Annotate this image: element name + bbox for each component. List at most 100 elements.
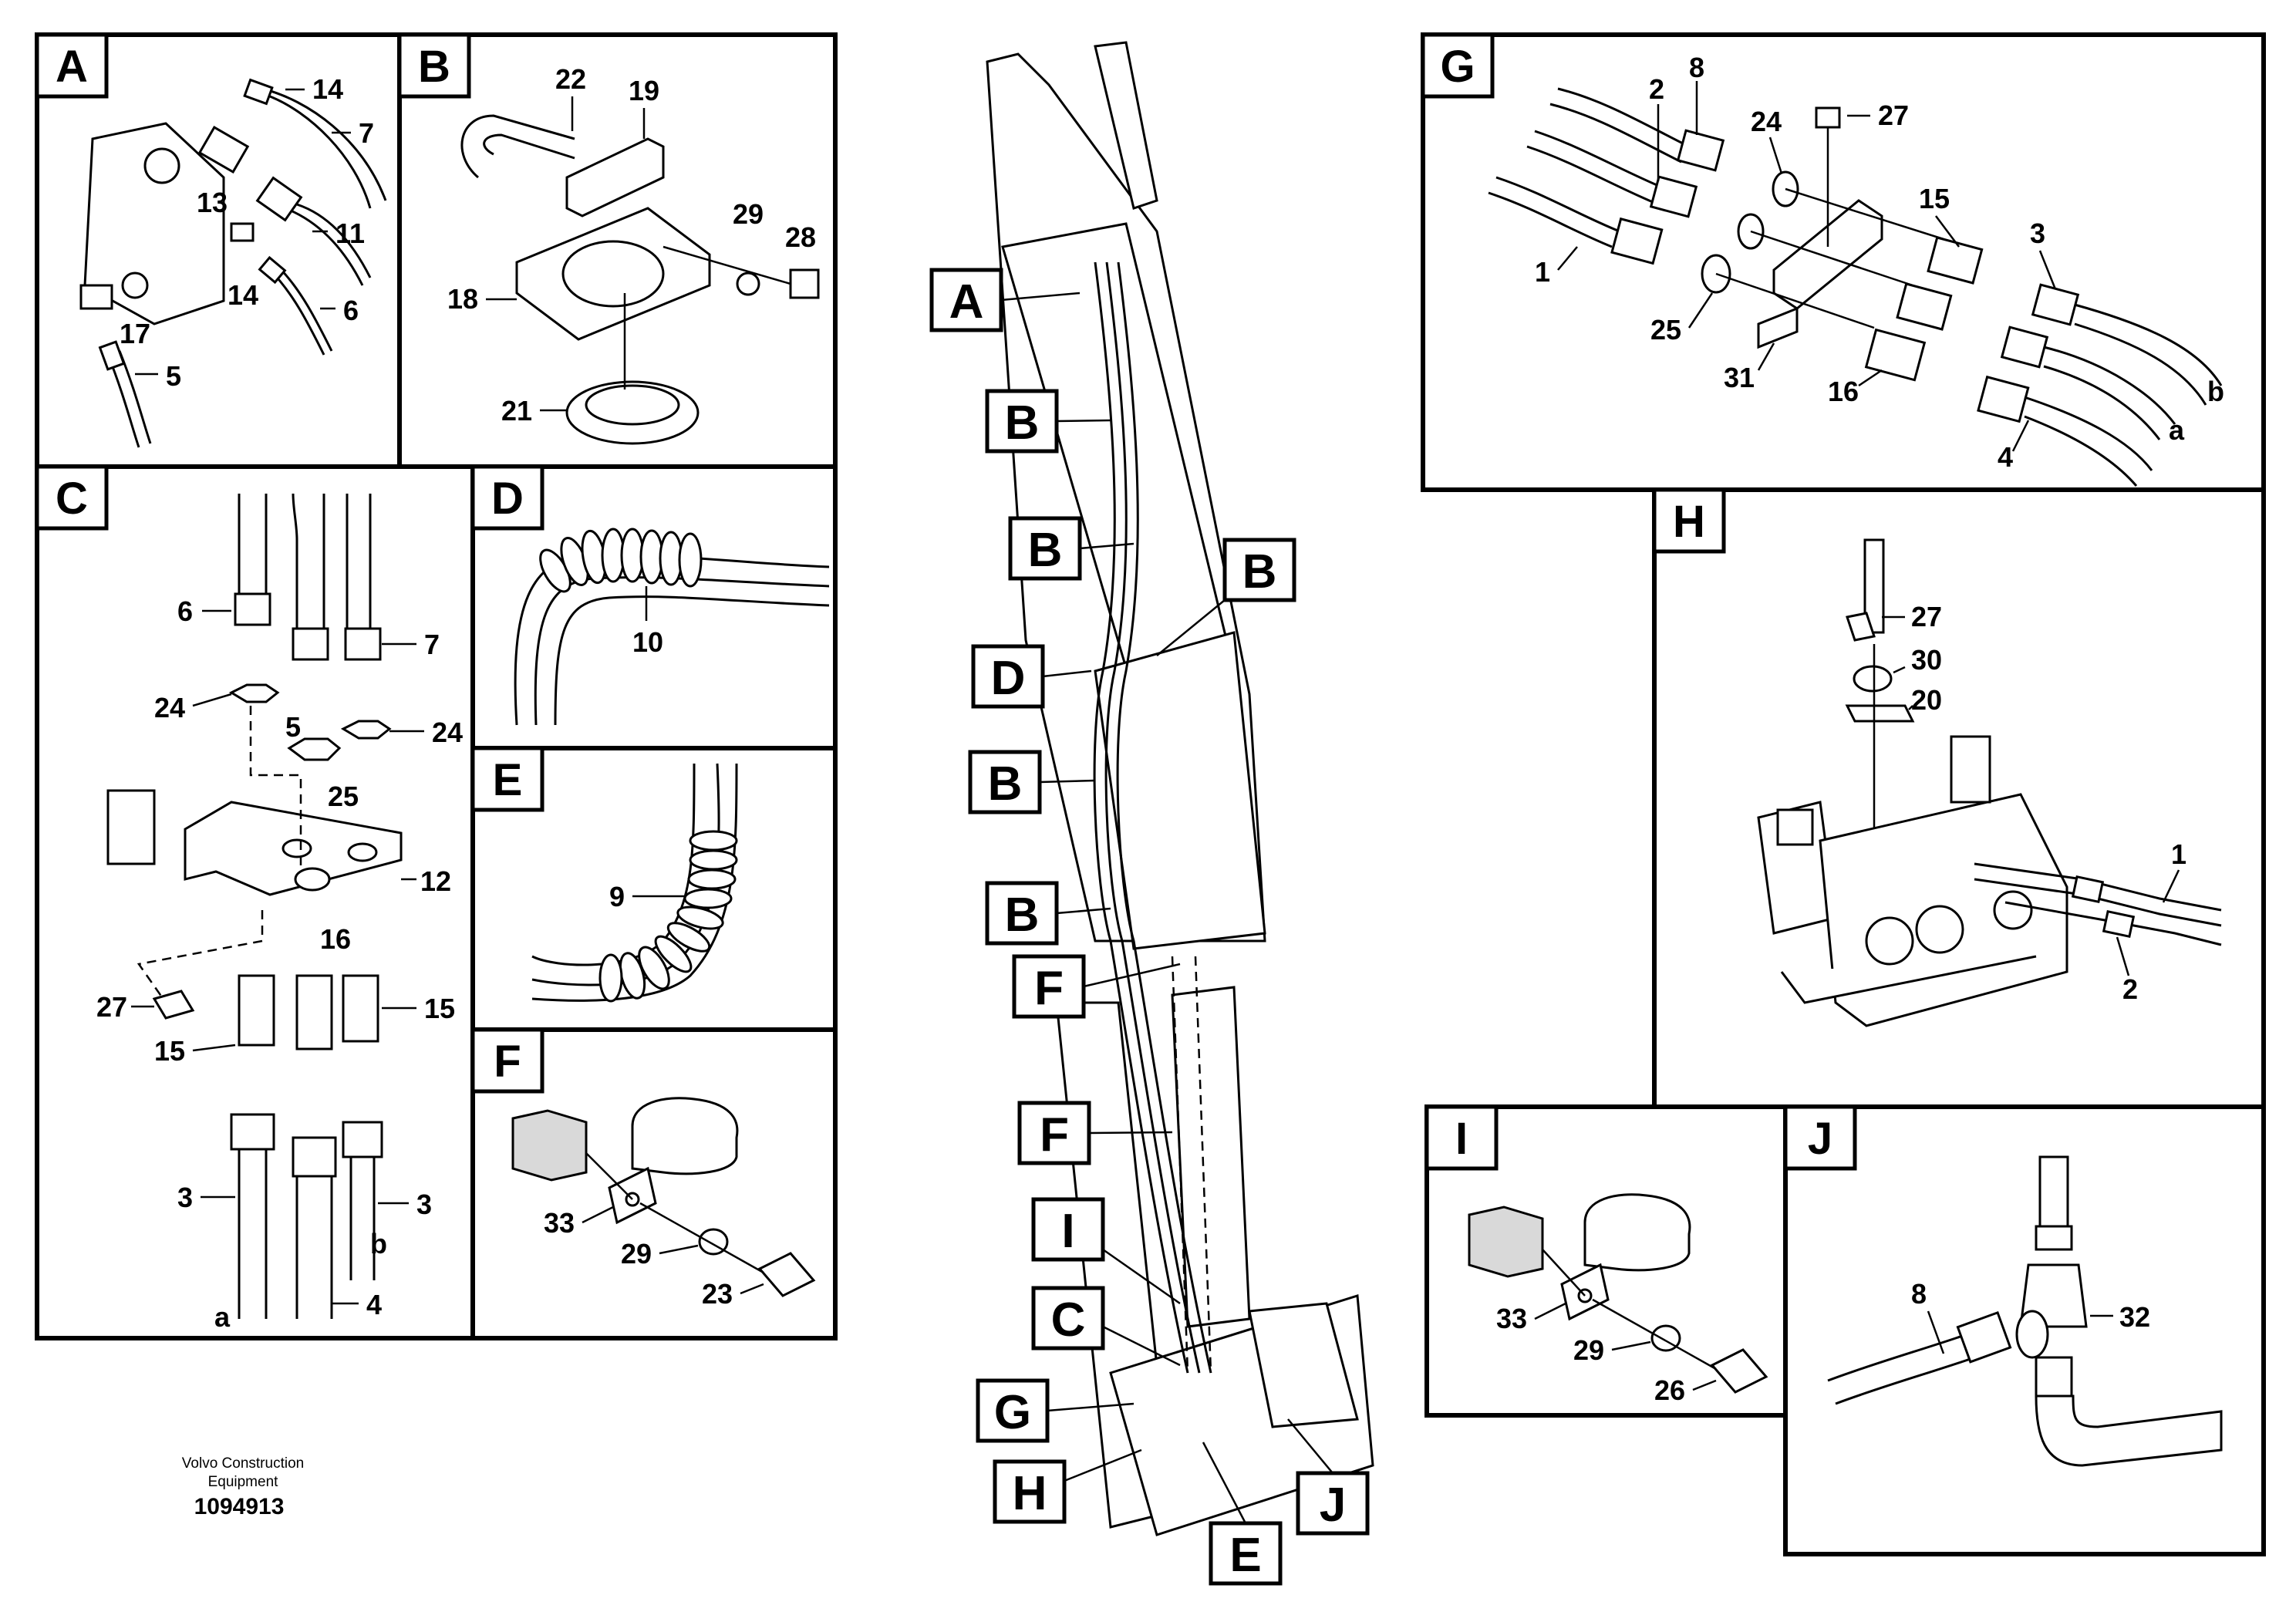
bracket-hole (561, 240, 665, 308)
panel-f: F 33 29 23 (470, 1027, 838, 1340)
leader-line (2116, 936, 2130, 976)
callout-1: 1 (1535, 256, 1550, 288)
hose (2024, 396, 2153, 487)
leader-line (2038, 250, 2057, 290)
leader-line (1557, 246, 1578, 271)
panel-j-frame (1783, 1104, 2266, 1556)
ref-b: B (1005, 889, 1040, 942)
hose (276, 265, 333, 352)
hose (1549, 87, 1690, 164)
boom-arm-rib (1094, 41, 1158, 210)
bolt (1710, 1348, 1768, 1394)
leader-line (2162, 869, 2180, 903)
ref-j-arrow (1287, 1418, 1333, 1474)
callout-3: 3 (177, 1182, 193, 1213)
callout-7: 7 (424, 629, 440, 660)
hydraulic-cylinder (1171, 986, 1251, 1328)
nut-fitting (230, 1113, 275, 1151)
nut-fitting (2031, 283, 2080, 326)
hose (296, 203, 372, 278)
leader-line (1893, 666, 1906, 674)
hose (1974, 878, 2222, 927)
control-valve (1248, 1302, 1359, 1428)
port-fitting (1993, 890, 2033, 930)
callout-8: 8 (1689, 52, 1704, 83)
bolt (1815, 106, 1841, 129)
clamp (1583, 1193, 1691, 1272)
nut-fitting (342, 1121, 383, 1158)
nut-fitting (234, 592, 271, 626)
hose (2043, 346, 2176, 440)
ref-b: B (1028, 524, 1063, 577)
panel-g: G 8 2 24 (1421, 32, 2266, 492)
panel-h-label-box (1652, 487, 1726, 554)
fitting (98, 340, 126, 371)
callout-13: 13 (197, 187, 228, 218)
callout-24: 24 (1751, 106, 1782, 137)
ref-b-box (1222, 538, 1296, 602)
hose-run (1104, 261, 1201, 1374)
ref-d: D (991, 652, 1026, 705)
callout-20: 20 (1911, 684, 1942, 716)
callout-25: 25 (1650, 314, 1681, 346)
alignment-line (249, 706, 302, 872)
panel-i-letter: I (1455, 1114, 1468, 1164)
callout-3: 3 (416, 1189, 432, 1220)
panel-c-label-box (35, 464, 109, 531)
nut-fitting (1676, 129, 1725, 172)
leader-line (1611, 1340, 1651, 1351)
bracket-hole (282, 838, 312, 858)
locknut (287, 737, 342, 761)
bracket-base (1757, 306, 1799, 349)
spacer-block (106, 789, 156, 865)
callout-12: 12 (420, 865, 451, 897)
axis-line (1715, 272, 1875, 329)
hose-run-hidden (1171, 956, 1189, 1374)
callout-23: 23 (702, 1278, 733, 1310)
callout-4: 4 (1998, 441, 2013, 473)
clamp-block (565, 137, 665, 218)
callout-9: 9 (609, 881, 625, 912)
ref-h-arrow (1064, 1448, 1142, 1482)
ref-b-arrow (1039, 779, 1096, 784)
adapter (1927, 236, 1984, 285)
leader-line (1935, 215, 1960, 248)
valve-port (143, 147, 180, 184)
hose (238, 1149, 268, 1319)
panel-i-label-box (1424, 1104, 1499, 1171)
clamp-plate (1845, 704, 1915, 723)
callout-19: 19 (629, 75, 659, 106)
valve-port (121, 271, 149, 299)
ref-f-box (1012, 954, 1086, 1019)
axis-line (1542, 1249, 1586, 1297)
ref-a: A (949, 275, 984, 329)
bracket-hole (347, 842, 378, 862)
nut (789, 268, 820, 299)
callout-25: 25 (328, 781, 359, 812)
callout-8: 8 (1911, 1278, 1927, 1310)
locknut (228, 683, 280, 703)
callout-15: 15 (1919, 183, 1950, 214)
boom-overview: A B B B D B B F F I C G H (929, 41, 1374, 1586)
leader-line (1534, 1302, 1566, 1320)
callout-6: 6 (343, 295, 359, 326)
callout-31: 31 (1724, 362, 1755, 393)
hose (238, 494, 268, 594)
elbow-hose (2035, 1394, 2223, 1467)
alignment-line (137, 910, 264, 1003)
hose-run (1093, 261, 1189, 1374)
frame-rail (1780, 955, 2037, 1004)
ref-f: F (1040, 1108, 1069, 1162)
leader-line (1768, 137, 1783, 174)
callout-27: 27 (1878, 99, 1909, 131)
clamp (631, 1097, 739, 1175)
hose (2074, 303, 2223, 406)
adapter (1864, 328, 1927, 382)
callout-4: 4 (366, 1289, 382, 1320)
ref-g-arrow (1047, 1402, 1135, 1412)
callout-21: 21 (501, 395, 532, 427)
callout-18: 18 (447, 283, 478, 315)
ref-i: I (1061, 1205, 1074, 1258)
washer (736, 271, 760, 296)
